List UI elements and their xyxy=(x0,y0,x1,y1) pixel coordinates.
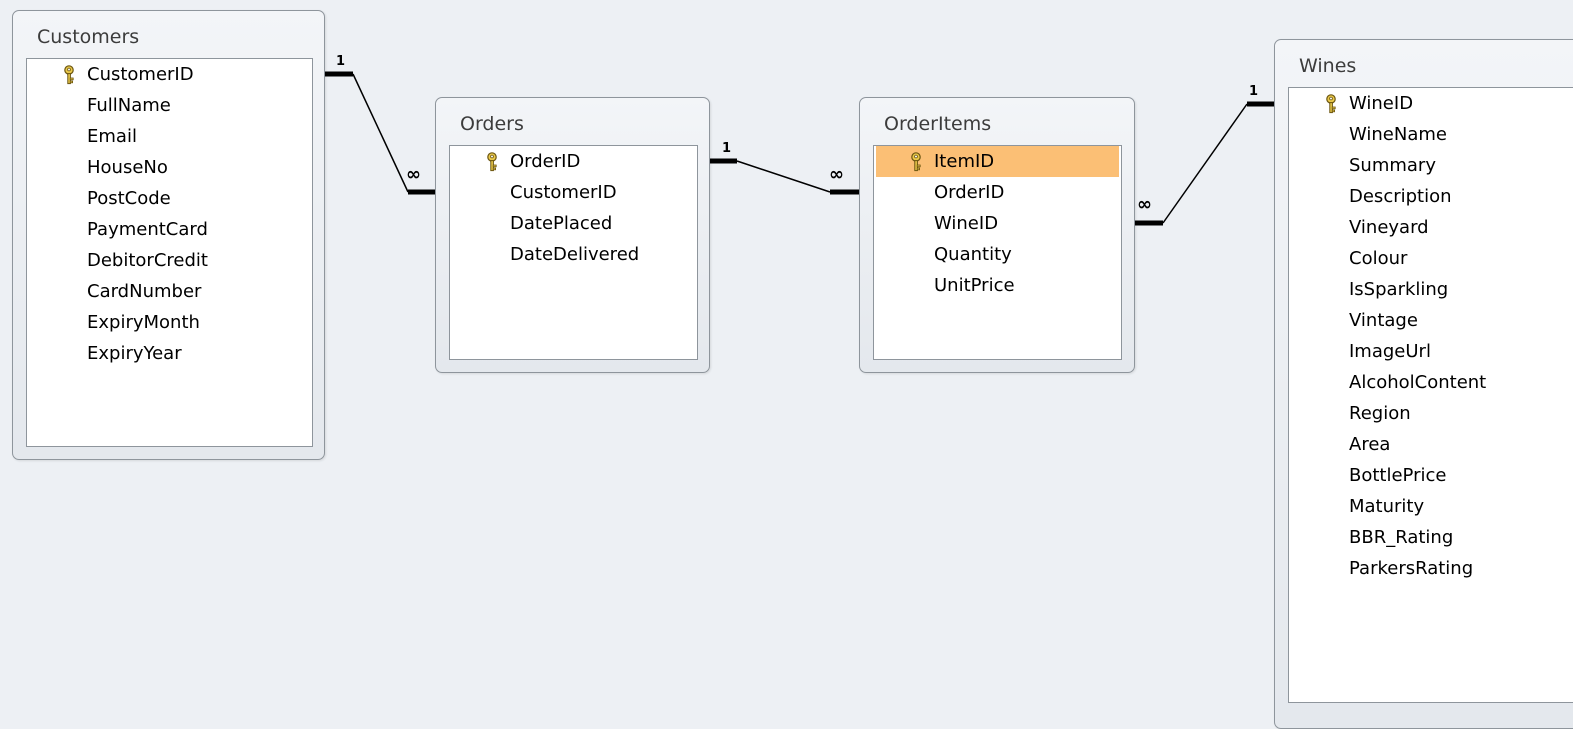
table-title[interactable]: Customers xyxy=(37,26,140,48)
cardinality-one-customers: 1 xyxy=(336,54,346,69)
field-row-dateplaced[interactable]: DatePlaced xyxy=(450,208,697,239)
field-row-customerid[interactable]: CustomerID xyxy=(450,177,697,208)
field-name: ImageUrl xyxy=(1349,341,1431,362)
field-name: BottlePrice xyxy=(1349,465,1447,486)
field-name: BBR_Rating xyxy=(1349,527,1454,548)
field-name: Area xyxy=(1349,434,1391,455)
field-name: IsSparkling xyxy=(1349,279,1449,300)
field-name: Email xyxy=(87,126,137,147)
cardinality-many-orderitems: ∞ xyxy=(829,164,844,185)
cardinality-many-orderitems-wine: ∞ xyxy=(1137,194,1152,215)
field-name: CardNumber xyxy=(87,281,202,302)
field-name: FullName xyxy=(87,95,171,116)
field-row-alcoholcontent[interactable]: AlcoholContent xyxy=(1289,367,1573,398)
field-row-parkersrating[interactable]: ParkersRating xyxy=(1289,553,1573,584)
relationship-customers-orders xyxy=(325,71,436,195)
field-row-area[interactable]: Area xyxy=(1289,429,1573,460)
field-row-orderid[interactable]: OrderID xyxy=(874,177,1121,208)
field-name: Maturity xyxy=(1349,496,1425,517)
field-name: WineName xyxy=(1349,124,1447,145)
field-name: Summary xyxy=(1349,155,1436,176)
field-name: PostCode xyxy=(87,188,171,209)
field-row-vineyard[interactable]: Vineyard xyxy=(1289,212,1573,243)
field-row-fullname[interactable]: FullName xyxy=(27,90,312,121)
field-row-expiryyear[interactable]: ExpiryYear xyxy=(27,338,312,369)
field-name: CustomerID xyxy=(510,182,617,203)
key-icon xyxy=(1324,93,1338,114)
field-row-wineid[interactable]: WineID xyxy=(874,208,1121,239)
field-name: OrderID xyxy=(510,151,581,172)
field-row-datedelivered[interactable]: DateDelivered xyxy=(450,239,697,270)
field-row-email[interactable]: Email xyxy=(27,121,312,152)
field-name: DebitorCredit xyxy=(87,250,208,271)
field-row-bbr-rating[interactable]: BBR_Rating xyxy=(1289,522,1573,553)
field-row-expirymonth[interactable]: ExpiryMonth xyxy=(27,307,312,338)
field-name: Region xyxy=(1349,403,1411,424)
field-row-vintage[interactable]: Vintage xyxy=(1289,305,1573,336)
field-name: UnitPrice xyxy=(934,275,1015,296)
field-row-orderid[interactable]: OrderID xyxy=(450,146,697,177)
field-row-bottleprice[interactable]: BottlePrice xyxy=(1289,460,1573,491)
field-row-postcode[interactable]: PostCode xyxy=(27,183,312,214)
key-icon xyxy=(62,64,76,85)
field-name: Quantity xyxy=(934,244,1012,265)
field-row-description[interactable]: Description xyxy=(1289,181,1573,212)
field-name: DatePlaced xyxy=(510,213,613,234)
field-row-cardnumber[interactable]: CardNumber xyxy=(27,276,312,307)
cardinality-one-orders: 1 xyxy=(722,141,732,156)
field-row-quantity[interactable]: Quantity xyxy=(874,239,1121,270)
field-row-paymentcard[interactable]: PaymentCard xyxy=(27,214,312,245)
field-row-itemid[interactable]: ItemID xyxy=(876,146,1119,177)
field-row-colour[interactable]: Colour xyxy=(1289,243,1573,274)
field-row-issparkling[interactable]: IsSparkling xyxy=(1289,274,1573,305)
table-title[interactable]: Wines xyxy=(1299,55,1357,77)
field-name: CustomerID xyxy=(87,64,194,85)
field-row-summary[interactable]: Summary xyxy=(1289,150,1573,181)
field-name: AlcoholContent xyxy=(1349,372,1487,393)
field-row-unitprice[interactable]: UnitPrice xyxy=(874,270,1121,301)
field-name: WineID xyxy=(1349,93,1414,114)
field-name: HouseNo xyxy=(87,157,168,178)
field-row-debitorcredit[interactable]: DebitorCredit xyxy=(27,245,312,276)
field-row-winename[interactable]: WineName xyxy=(1289,119,1573,150)
relationship-orderitems-wines xyxy=(1135,101,1274,226)
field-name: ItemID xyxy=(934,151,995,172)
field-name: ExpiryYear xyxy=(87,343,182,364)
field-row-region[interactable]: Region xyxy=(1289,398,1573,429)
field-name: DateDelivered xyxy=(510,244,640,265)
field-name: OrderID xyxy=(934,182,1005,203)
field-name: PaymentCard xyxy=(87,219,208,240)
field-row-imageurl[interactable]: ImageUrl xyxy=(1289,336,1573,367)
field-name: Colour xyxy=(1349,248,1408,269)
field-name: Description xyxy=(1349,186,1452,207)
field-name: ExpiryMonth xyxy=(87,312,200,333)
field-row-wineid[interactable]: WineID xyxy=(1289,88,1573,119)
field-name: ParkersRating xyxy=(1349,558,1474,579)
field-row-maturity[interactable]: Maturity xyxy=(1289,491,1573,522)
table-title[interactable]: OrderItems xyxy=(884,113,992,135)
field-name: Vintage xyxy=(1349,310,1418,331)
key-icon xyxy=(909,151,923,172)
field-name: Vineyard xyxy=(1349,217,1429,238)
field-row-customerid[interactable]: CustomerID xyxy=(27,59,312,90)
table-title[interactable]: Orders xyxy=(460,113,524,135)
cardinality-many-orders: ∞ xyxy=(406,164,421,185)
field-row-houseno[interactable]: HouseNo xyxy=(27,152,312,183)
cardinality-one-wines: 1 xyxy=(1249,84,1259,99)
field-name: WineID xyxy=(934,213,999,234)
key-icon xyxy=(485,151,499,172)
